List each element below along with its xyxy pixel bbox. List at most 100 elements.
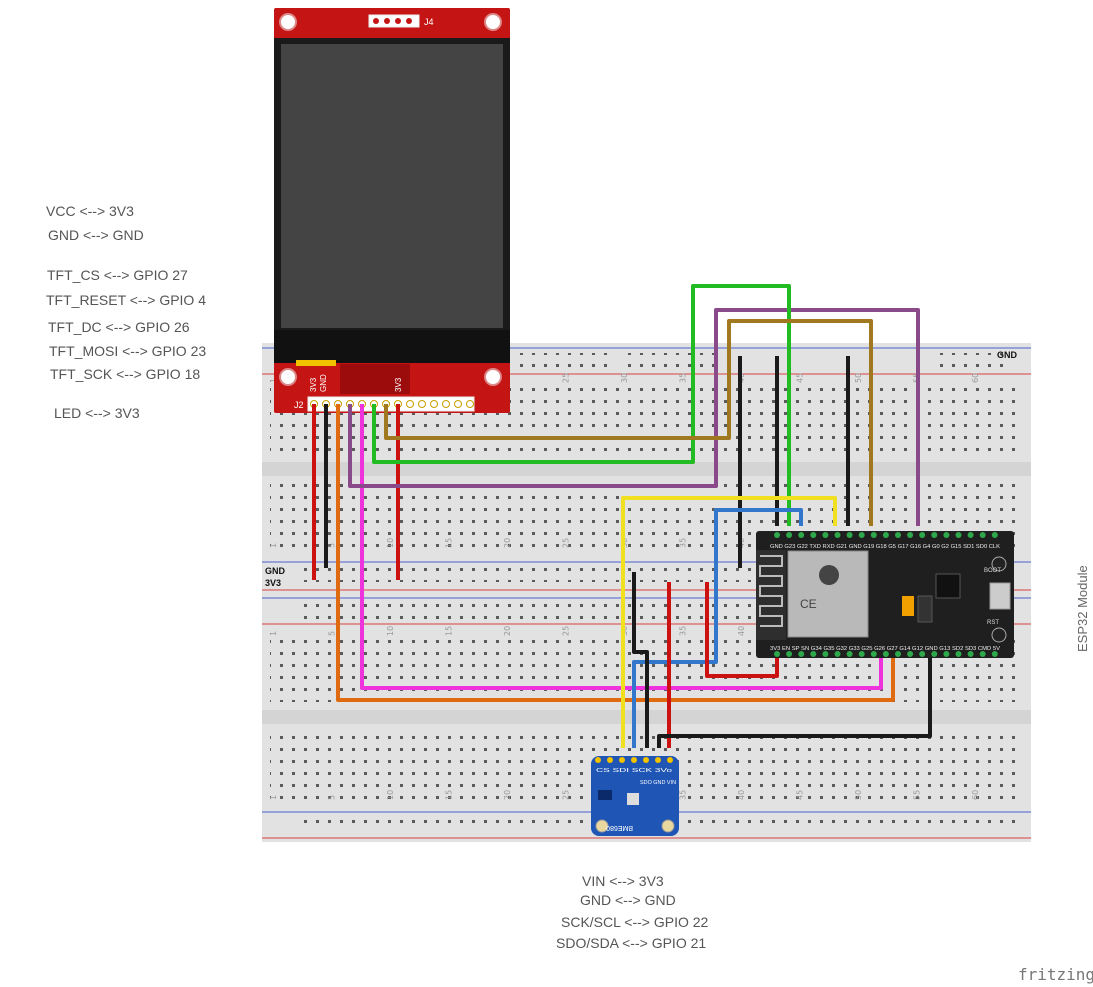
note-sdo-sda: SDO/SDA <--> GPIO 21 [556, 935, 707, 951]
esp32-boot-label: BOOT [984, 568, 1001, 574]
pin-dot [943, 651, 950, 657]
pin-dot [858, 532, 865, 538]
note-vcc: VCC <--> 3V3 [46, 203, 134, 219]
pin-dot [643, 757, 649, 763]
pin-dot [919, 532, 926, 538]
pin-dot [454, 400, 462, 408]
pin-dot [631, 757, 637, 763]
esp32-top-pin-labels: GND G23 G22 TXD RXD G21 GND G19 G18 G5 G… [770, 544, 1000, 550]
pin-dot [882, 532, 889, 538]
esp32-bottom-pin-labels: 3V3 EN SP SN G34 G35 G32 G33 G25 G26 G27… [770, 646, 1000, 652]
pin-dot [955, 532, 962, 538]
column-number: 55 [913, 790, 922, 800]
pin-dot [834, 651, 841, 657]
pin-dot [870, 532, 877, 538]
rail-label-gnd-left: GND [265, 566, 286, 576]
pin-dot [895, 651, 901, 657]
pin-dot [822, 651, 829, 657]
column-number: 5 [328, 631, 337, 636]
esp32-rst-label: RST [987, 620, 999, 626]
column-number: 25 [562, 538, 571, 548]
pin-dot [882, 651, 889, 657]
wire-tft-dc [348, 308, 920, 526]
pin-dot [907, 651, 914, 657]
column-number: 20 [503, 538, 512, 548]
note-sck-scl: SCK/SCL <--> GPIO 22 [561, 914, 709, 930]
wire-esp-gnd [657, 650, 932, 748]
bme680-sensor: CS SDI SCK 3Vo SDO GND VIN BME680 [591, 756, 679, 836]
column-number: 1 [269, 631, 278, 636]
wire-tft-sck [384, 319, 873, 526]
tft-screen [281, 44, 503, 328]
column-number: 10 [386, 626, 395, 636]
column-number: 35 [679, 626, 688, 636]
pin-dot [919, 651, 926, 657]
tft-pin-notes: VCC <--> 3V3 GND <--> GND TFT_CS <--> GP… [0, 0, 260, 430]
column-number: 40 [737, 790, 746, 800]
wire-tft-mosi [372, 284, 791, 526]
pin-dot [466, 400, 474, 408]
svg-text:CE: CE [800, 597, 817, 611]
pin-dot [810, 532, 817, 538]
note-gnd: GND <--> GND [48, 227, 144, 243]
pin-dot [846, 651, 853, 657]
note-sensor-gnd: GND <--> GND [580, 892, 676, 908]
pin-dot [418, 400, 426, 408]
wire-sensor-sda [621, 496, 837, 748]
column-number: 25 [562, 790, 571, 800]
pin-dot [931, 532, 938, 538]
note-tft-reset: TFT_RESET <--> GPIO 4 [46, 292, 207, 308]
column-number: 30 [620, 373, 629, 383]
pin-dot [667, 757, 673, 763]
column-number: 60 [971, 373, 980, 383]
esp32-module-label: ESP32 Module [1075, 565, 1090, 652]
tft-header-j2: J2 [294, 400, 304, 410]
column-number: 15 [445, 790, 454, 800]
column-number: 20 [503, 626, 512, 636]
column-number: 35 [679, 373, 688, 383]
pin-dot [967, 532, 974, 538]
note-vin: VIN <--> 3V3 [582, 873, 664, 889]
tft-pin-3v3-b: 3V3 [394, 377, 403, 392]
pin-dot [810, 651, 817, 657]
wires [312, 284, 932, 748]
column-number: 45 [796, 790, 805, 800]
pin-dot [979, 651, 986, 657]
esp32-board: CE BOOT RST GND G23 G22 TXD RXD G21 GND … [756, 531, 1014, 658]
pin-dot [991, 651, 998, 657]
column-number: 50 [854, 790, 863, 800]
column-number: 10 [386, 538, 395, 548]
rail-label-3v3-left: 3V3 [265, 578, 281, 588]
wire-sensor-scl [632, 508, 803, 748]
column-number: 10 [386, 790, 395, 800]
pin-dot [430, 400, 438, 408]
fritzing-watermark: fritzing [1018, 965, 1093, 984]
column-number: 15 [445, 538, 454, 548]
note-tft-mosi: TFT_MOSI <--> GPIO 23 [49, 343, 207, 359]
tft-header-j4: J4 [424, 17, 434, 27]
pin-dot [822, 532, 829, 538]
column-number: 25 [562, 626, 571, 636]
pin-dot [786, 532, 793, 538]
note-led: LED <--> 3V3 [54, 405, 140, 421]
column-number: 1 [269, 543, 278, 548]
column-number: 15 [445, 626, 454, 636]
pin-dot [907, 532, 914, 538]
tft-pin-3v3: 3V3 [309, 377, 318, 392]
column-number: 35 [679, 538, 688, 548]
rail-label-gnd-top: GND [997, 350, 1018, 360]
pin-dot [834, 532, 841, 538]
column-number: 50 [854, 373, 863, 383]
pin-dot [655, 757, 661, 763]
column-number: 35 [679, 790, 688, 800]
pin-dot [895, 532, 901, 538]
column-number: 40 [737, 626, 746, 636]
sensor-top-pin-labels: CS SDI SCK 3Vo [596, 768, 672, 774]
column-number: 60 [971, 790, 980, 800]
column-number: 1 [269, 378, 278, 383]
pin-dot [442, 400, 450, 408]
tft-display: J4 3V3 GND 3V3 J2 [274, 8, 510, 413]
pin-dot [943, 532, 950, 538]
wire-tft-cs [336, 404, 895, 702]
